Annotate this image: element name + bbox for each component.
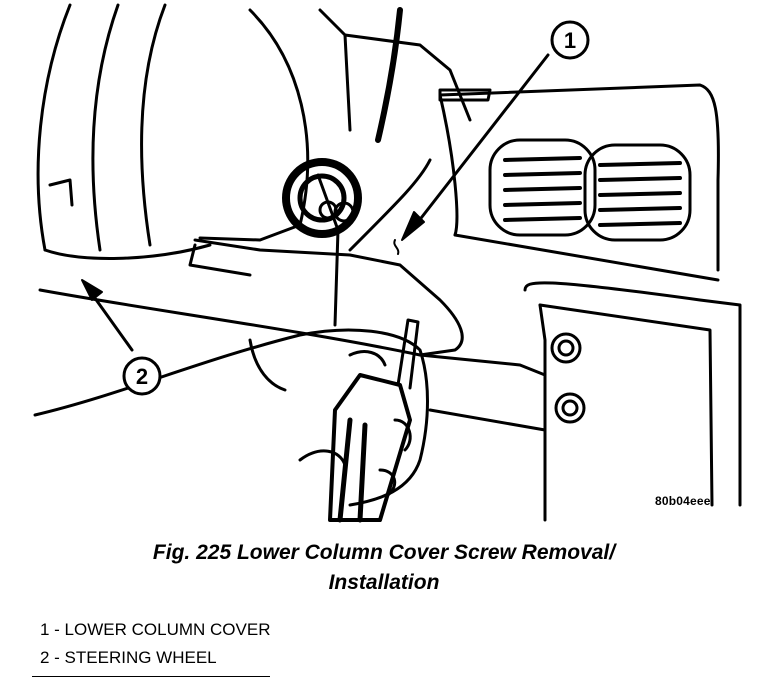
caption-line-2: Installation (328, 571, 440, 594)
callout-label-2: 2 (136, 364, 148, 389)
left-air-vent (488, 138, 597, 237)
hand (33, 328, 429, 507)
callout-circle-1 (550, 20, 590, 60)
lower-column-cover-drawing: 1 2 (33, 3, 742, 523)
control-knob-lower (554, 392, 586, 424)
figure-caption: Fig. 225 Lower Column Cover Screw Remova… (0, 538, 768, 598)
key (316, 173, 340, 327)
screwdriver-shaft (396, 318, 420, 390)
control-knob-upper (550, 332, 582, 364)
legend-item-steering-wheel: 2 - STEERING WHEEL (40, 648, 217, 667)
lower-column-cover (193, 238, 464, 357)
radio-panel (523, 281, 742, 507)
legend: 1 - LOWER COLUMN COVER 2 - STEERING WHEE… (40, 616, 270, 672)
footer-rule (32, 676, 270, 677)
callout-label-1: 1 (564, 28, 576, 53)
figure-reference-code: 80b04eee (655, 494, 711, 508)
ignition-cylinder (282, 158, 362, 238)
screwdriver-handle (328, 373, 412, 522)
steering-wheel-rim (36, 3, 72, 252)
illustration: 1 2 (33, 3, 742, 523)
upper-shroud (198, 8, 310, 242)
callout-circle-2 (122, 356, 162, 396)
right-air-vent (583, 143, 692, 242)
leader-line-1 (416, 53, 550, 224)
caption-line-1: Fig. 225 Lower Column Cover Screw Remova… (152, 541, 616, 564)
leader-line-2 (90, 292, 134, 352)
legend-item-lower-column-cover: 1 - LOWER COLUMN COVER (40, 620, 271, 639)
